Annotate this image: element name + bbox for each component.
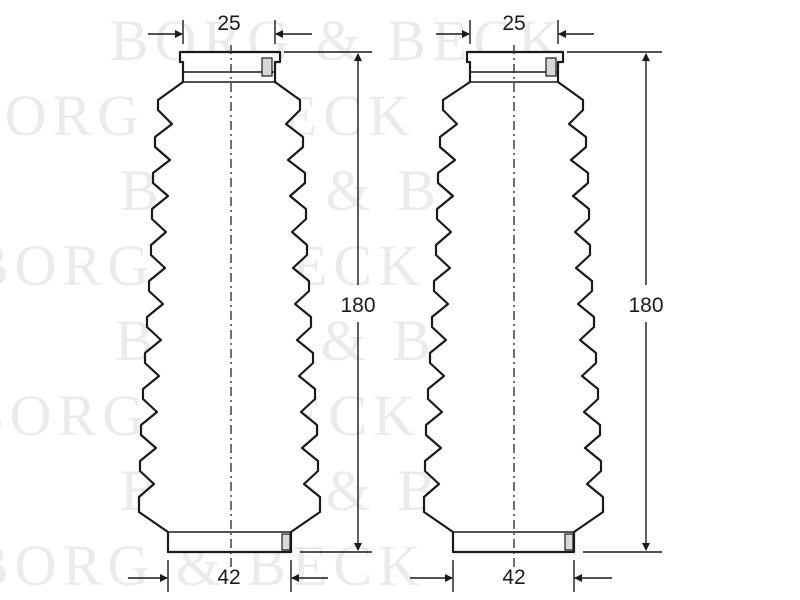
length-label-left: 180 bbox=[340, 294, 375, 317]
bellow-left: 25 180 42 bbox=[128, 12, 376, 592]
bottom-diameter-label-left: 42 bbox=[217, 566, 240, 589]
length-label-right: 180 bbox=[628, 294, 663, 317]
bellow-left-outline bbox=[137, 50, 322, 554]
bellow-right-outline bbox=[422, 50, 605, 554]
bellow-right: 25 180 42 bbox=[410, 12, 664, 592]
bottom-diameter-label-right: 42 bbox=[502, 566, 525, 589]
top-diameter-label-left: 25 bbox=[217, 12, 240, 35]
top-diameter-label-right: 25 bbox=[502, 12, 525, 35]
